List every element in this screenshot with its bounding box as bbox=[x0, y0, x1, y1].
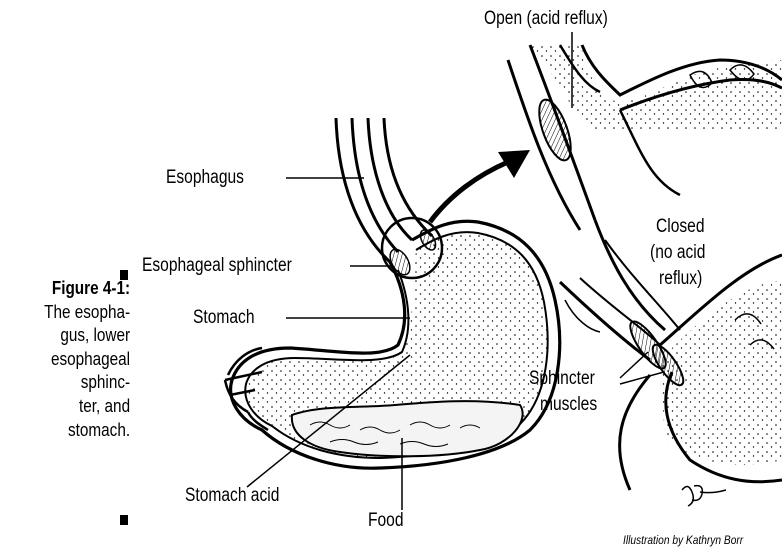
muscles-leader-b bbox=[620, 372, 664, 384]
caption-line: ter, and bbox=[44, 395, 130, 419]
sphincter-muscles-label-line-2: muscles bbox=[540, 394, 597, 416]
food-mass bbox=[292, 401, 523, 456]
esophagus-label: Esophagus bbox=[166, 167, 244, 189]
closed-label-line-2: (no acid bbox=[650, 242, 705, 264]
caption-line: stomach. bbox=[44, 419, 130, 443]
esophageal-sphincter-label: Esophageal sphincter bbox=[142, 255, 292, 277]
illustration-credit: Illustration by Kathryn Borr bbox=[623, 533, 743, 547]
caption-line: sphinc- bbox=[44, 371, 130, 395]
closed-label-line-1: Closed bbox=[656, 216, 705, 238]
open-sphincter-detail bbox=[508, 45, 782, 330]
muscles-leader-a bbox=[620, 352, 648, 378]
caption-bar-bottom bbox=[120, 515, 128, 525]
figure-caption: Figure 4-1: The esopha- gus, lower esoph… bbox=[44, 277, 130, 442]
caption-line: gus, lower bbox=[44, 324, 130, 348]
sphincter-muscles-label-line-1: Sphincter bbox=[529, 368, 595, 390]
open-acid-reflux-label: Open (acid reflux) bbox=[484, 8, 608, 30]
closed-label-line-3: reflux) bbox=[659, 268, 702, 290]
caption-line: esophageal bbox=[44, 348, 130, 372]
food-label: Food bbox=[368, 510, 404, 532]
zoom-arrow bbox=[430, 162, 508, 222]
artist-signature bbox=[682, 486, 726, 506]
caption-line: The esopha- bbox=[44, 301, 130, 325]
figure-title: Figure 4-1: bbox=[44, 277, 130, 301]
stomach-acid-label: Stomach acid bbox=[185, 485, 279, 507]
stomach-label: Stomach bbox=[193, 307, 254, 329]
